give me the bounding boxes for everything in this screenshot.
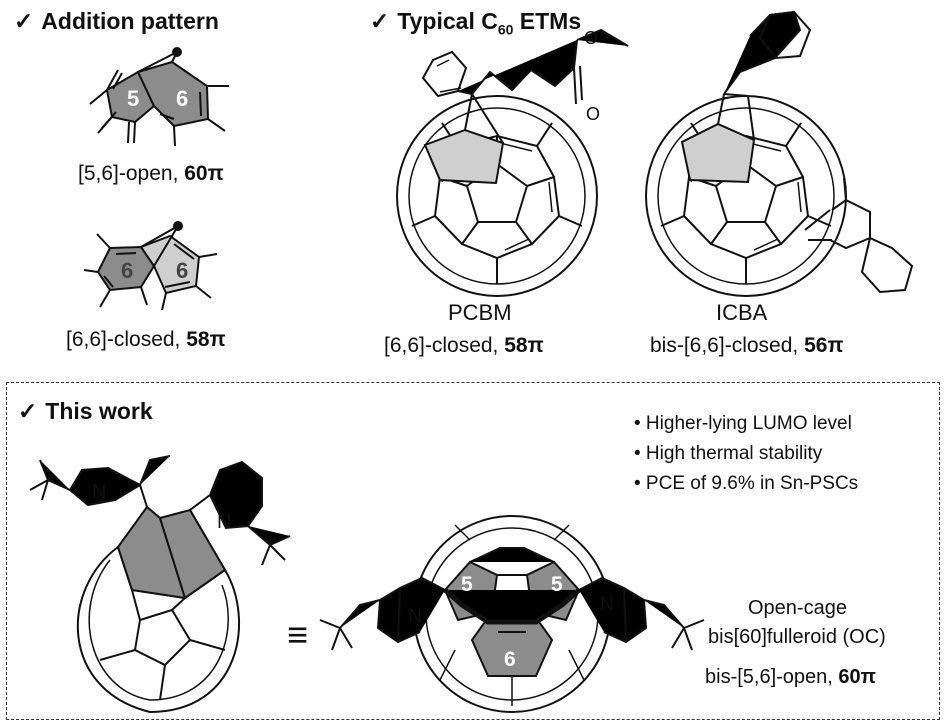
- feature-item-thermal: • High thermal stability: [634, 443, 823, 464]
- closed-66-caption: [6,6]-closed, 58π: [66, 328, 226, 352]
- icba-label: bis-[6,6]-closed,: [650, 334, 805, 357]
- pcbm-structure: O O: [396, 28, 629, 297]
- pcbm-label: [6,6]-closed,: [384, 334, 505, 357]
- feature-item-lumo: • Higher-lying LUMO level: [634, 413, 852, 434]
- oc-n-atom-front-right: N: [600, 594, 614, 615]
- ring-6b-label: 6: [176, 258, 189, 283]
- closed-66-fragment: [83, 221, 218, 311]
- ring-5-label: 5: [127, 86, 140, 111]
- svg-text:O: O: [586, 104, 600, 124]
- open-56-pi: 60π: [184, 162, 224, 185]
- oc-n-atom-right: N: [217, 511, 231, 533]
- ring-6a-label: 6: [121, 258, 134, 283]
- oc-n-atom-front-left: N: [408, 606, 422, 627]
- open-56-fragment: [89, 47, 229, 147]
- pcbm-caption: [6,6]-closed, 58π: [384, 334, 544, 358]
- oc-ring-5b: 5: [551, 573, 563, 596]
- typical-etms-header: ✓ Typical C60 ETMs: [370, 8, 581, 38]
- typical-etms-title-pre: Typical C: [397, 8, 498, 34]
- check-icon: ✓: [18, 398, 38, 424]
- oc-perspective-structure: [29, 455, 291, 714]
- oc-ring-5a: 5: [461, 573, 473, 596]
- oc-ring-6: 6: [504, 648, 516, 671]
- icba-caption: bis-[6,6]-closed, 56π: [650, 334, 844, 358]
- feature-item-pce: • PCE of 9.6% in Sn-PSCs: [634, 473, 859, 494]
- ring-6-label: 6: [176, 86, 189, 111]
- pcbm-name: PCBM: [448, 300, 512, 325]
- icba-pi: 56π: [804, 334, 844, 357]
- icba-structure: [645, 10, 914, 297]
- oc-caption: bis-[5,6]-open, 60π: [705, 666, 876, 689]
- oc-name-line1: Open-cage: [748, 597, 847, 619]
- pcbm-pi: 58π: [504, 334, 544, 357]
- icba-name: ICBA: [716, 300, 768, 325]
- open-56-caption: [5,6]-open, 60π: [78, 162, 224, 186]
- svg-text:O: O: [584, 28, 598, 48]
- check-icon: ✓: [370, 8, 390, 34]
- oc-pi: 60π: [838, 666, 876, 688]
- this-work-box: [6, 382, 940, 720]
- check-icon: ✓: [14, 8, 34, 34]
- addition-pattern-title: Addition pattern: [41, 8, 219, 34]
- this-work-header: ✓ This work: [18, 398, 153, 425]
- closed-66-label: [6,6]-closed,: [66, 328, 187, 351]
- addition-pattern-header: ✓ Addition pattern: [14, 8, 219, 35]
- typical-etms-title-sub: 60: [497, 21, 514, 38]
- oc-name-line2: bis[60]fulleroid (OC): [708, 626, 886, 648]
- open-56-label: [5,6]-open,: [78, 162, 185, 185]
- typical-etms-title-post: ETMs: [513, 8, 582, 34]
- oc-label: bis-[5,6]-open,: [705, 666, 839, 688]
- oc-front-structure: [319, 515, 705, 713]
- this-work-title: This work: [45, 398, 153, 424]
- oc-n-atom-left: N: [92, 481, 106, 503]
- equivalence-symbol: ≡: [287, 614, 309, 655]
- closed-66-pi: 58π: [186, 328, 226, 351]
